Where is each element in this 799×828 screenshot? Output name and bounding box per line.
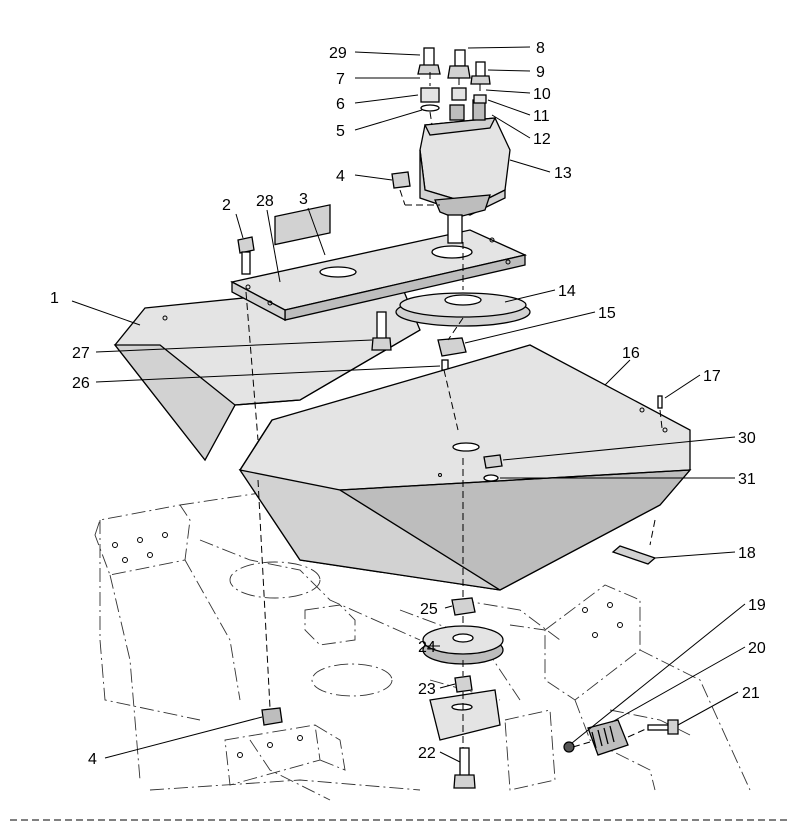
callout-9: 9 xyxy=(536,64,545,81)
nut-25 xyxy=(451,597,476,616)
callout-16: 16 xyxy=(622,345,640,362)
leader-lines xyxy=(71,46,746,763)
nut-30 xyxy=(483,454,503,469)
callout-17: 17 xyxy=(703,368,721,385)
callout-28: 28 xyxy=(256,193,274,210)
bolt-27 xyxy=(371,311,392,351)
callout-1: 1 xyxy=(50,290,59,307)
callout-7: 7 xyxy=(336,71,345,88)
rectifier-20 xyxy=(587,719,629,756)
callout-8: 8 xyxy=(536,40,545,57)
fitting-6 xyxy=(420,87,440,112)
bracket-18 xyxy=(611,545,657,565)
nut-15 xyxy=(437,337,467,371)
callout-labels: 29 7 6 5 8 9 10 11 12 13 4 2 28 3 1 14 1… xyxy=(50,40,766,768)
bolt-2 xyxy=(237,236,255,275)
callout-31: 31 xyxy=(738,471,756,488)
callout-30: 30 xyxy=(738,430,756,447)
callout-22: 22 xyxy=(418,745,436,762)
callout-18: 18 xyxy=(738,545,756,562)
callout-13: 13 xyxy=(554,165,572,182)
callout-15: 15 xyxy=(598,305,616,322)
callout-23: 23 xyxy=(418,681,436,698)
callout-26: 26 xyxy=(72,375,90,392)
main-cover xyxy=(238,344,692,591)
nut-4-lower xyxy=(261,707,283,726)
idler-pulley-24 xyxy=(422,625,504,665)
screw-17 xyxy=(657,395,663,409)
nut-19 xyxy=(563,741,575,753)
clutch-assembly xyxy=(419,99,511,244)
callout-29: 29 xyxy=(329,45,347,62)
pulley-14 xyxy=(395,292,531,327)
callout-11: 11 xyxy=(533,108,550,125)
screw-21 xyxy=(647,719,679,735)
alignment-lines xyxy=(245,72,663,748)
idler-bracket xyxy=(429,689,501,741)
bolt-22 xyxy=(453,747,476,789)
callout-3: 3 xyxy=(299,191,308,208)
callout-14: 14 xyxy=(558,283,576,300)
callout-21: 21 xyxy=(742,685,760,702)
fitting-8 xyxy=(447,49,471,101)
callout-20: 20 xyxy=(748,640,766,657)
callout-12: 12 xyxy=(533,131,551,148)
callout-4-top: 4 xyxy=(336,168,345,185)
callout-6: 6 xyxy=(336,96,345,113)
fitting-29 xyxy=(417,47,441,75)
callout-2: 2 xyxy=(222,197,231,214)
spacer-23 xyxy=(454,675,473,693)
nut-4-upper xyxy=(391,171,411,189)
callout-5: 5 xyxy=(336,123,345,140)
callout-24: 24 xyxy=(418,639,436,656)
left-shield xyxy=(113,281,421,462)
fitting-9 xyxy=(470,61,491,104)
callout-25: 25 xyxy=(420,601,438,618)
callout-27: 27 xyxy=(72,345,90,362)
mounting-plate xyxy=(230,204,528,322)
washer-31 xyxy=(483,474,499,482)
callout-10: 10 xyxy=(533,86,551,103)
callout-4-bottom: 4 xyxy=(88,751,97,768)
callout-19: 19 xyxy=(748,597,766,614)
